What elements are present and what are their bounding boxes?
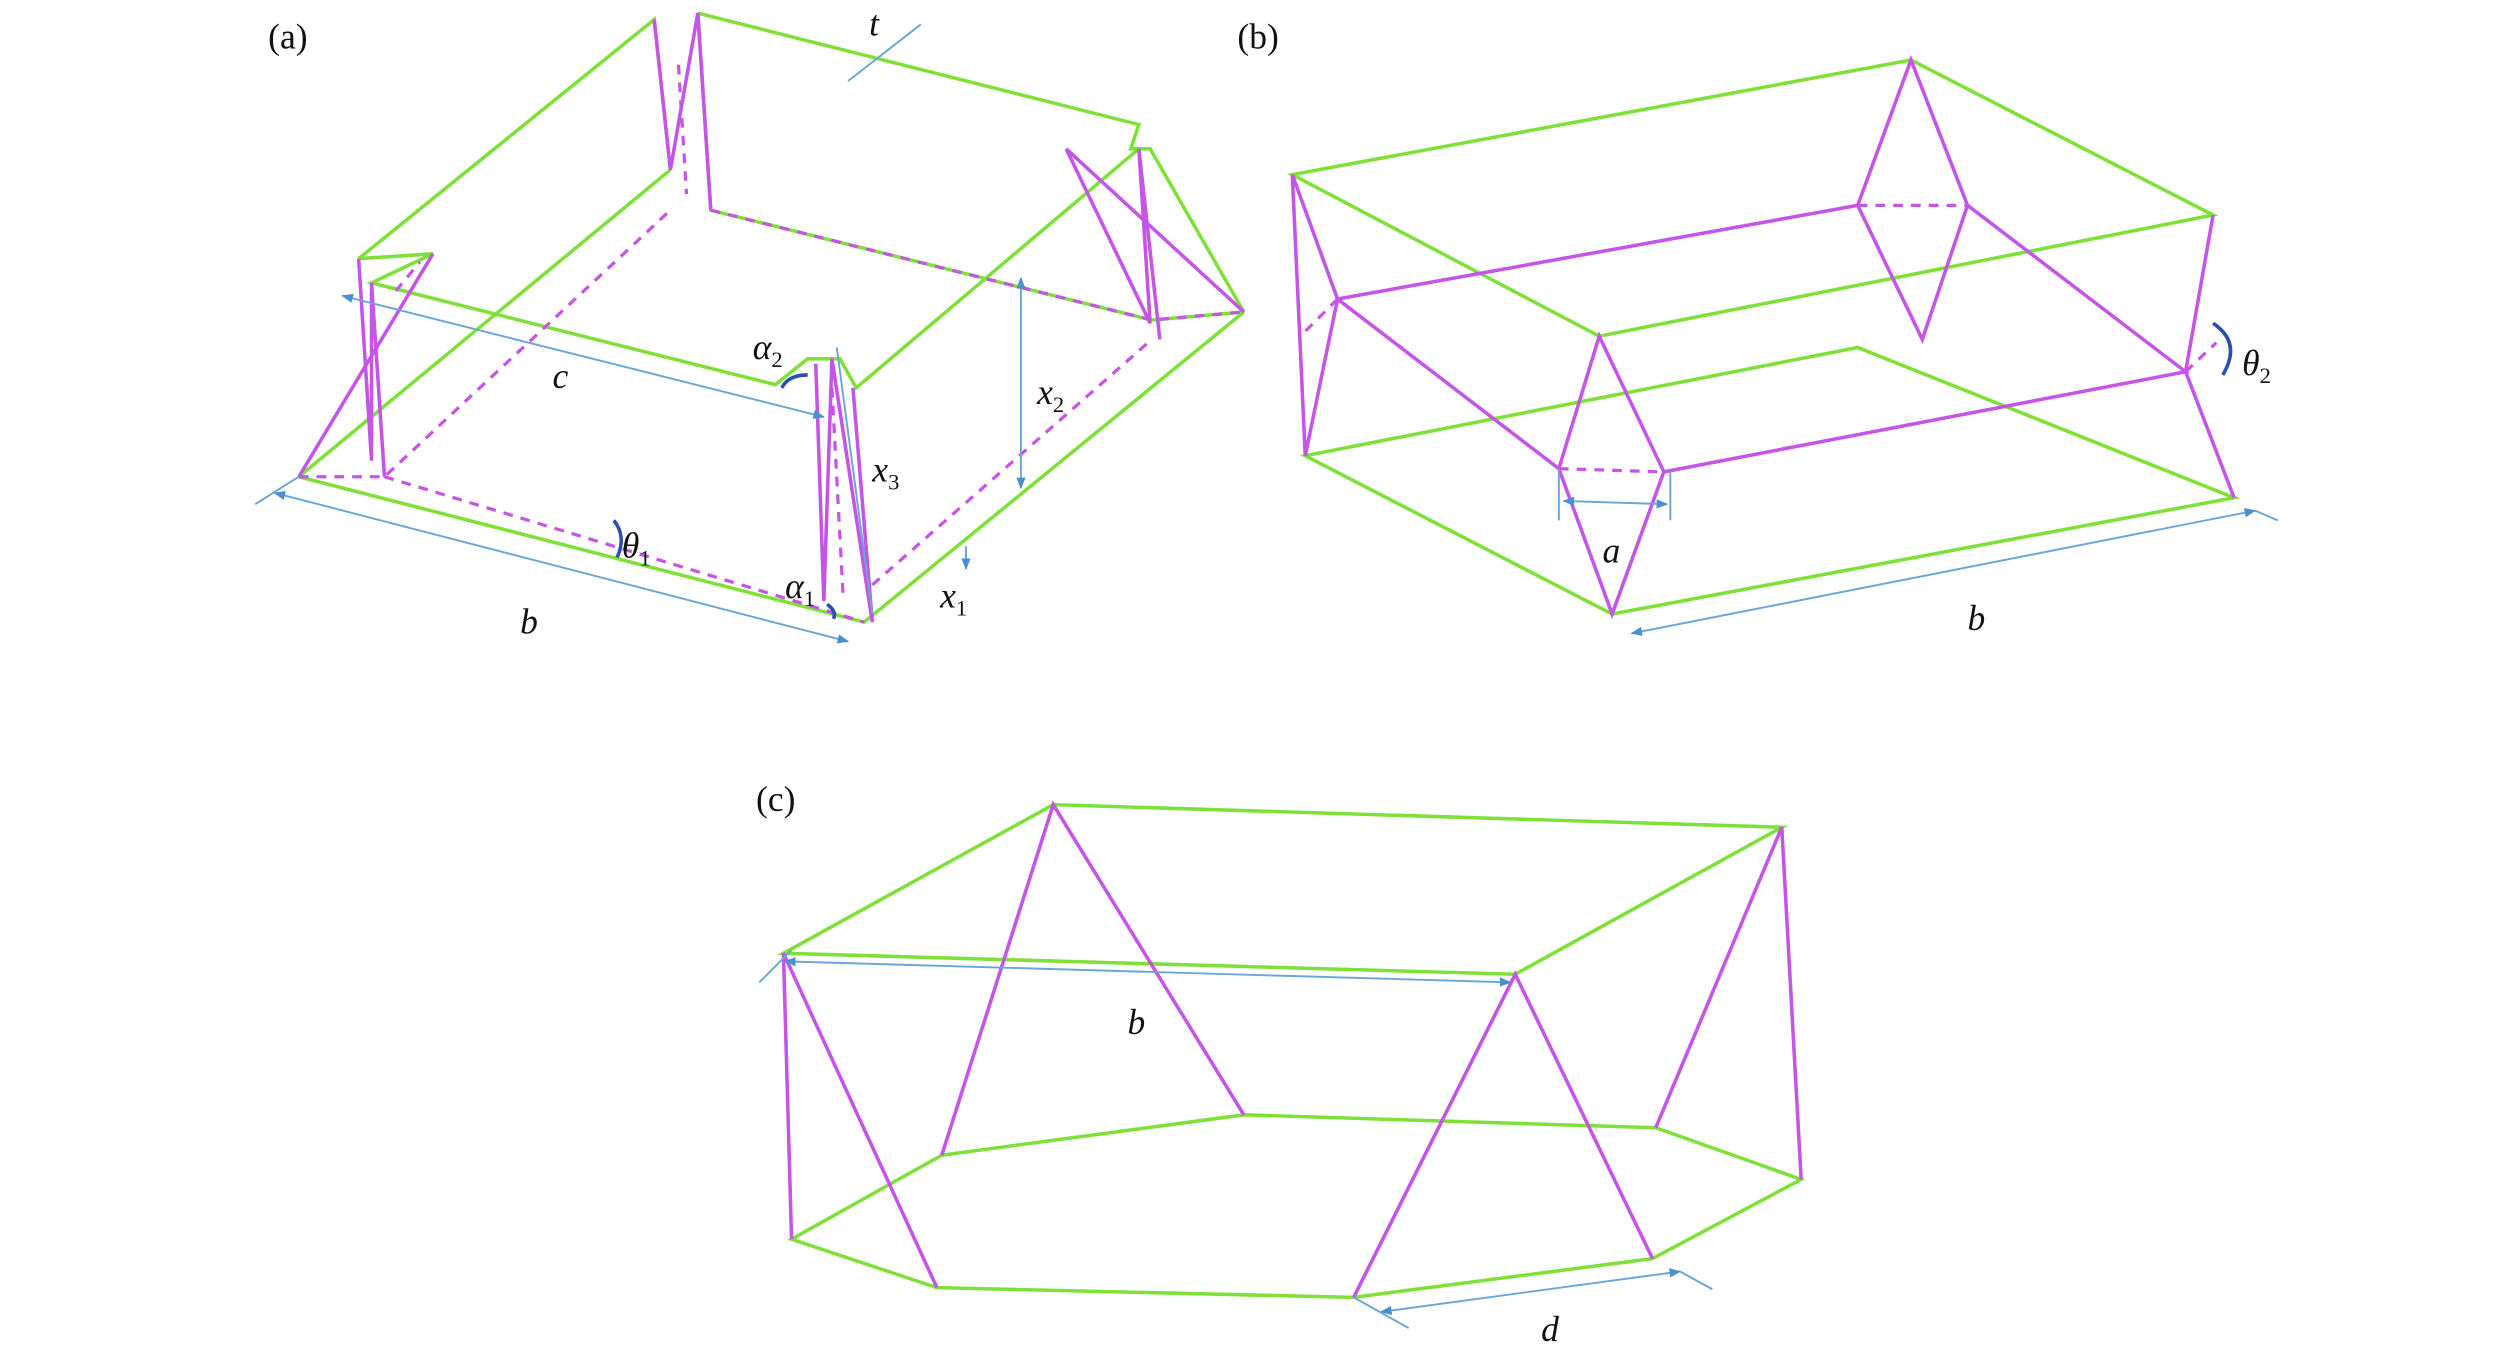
dim-a: a — [1602, 530, 1620, 570]
panel-a-magenta-folds — [297, 12, 1246, 624]
dim-alpha1: α1 — [785, 566, 815, 611]
dim-d: d — [1541, 1309, 1559, 1346]
dim-t: t — [869, 4, 880, 44]
dim-x1: x1 — [939, 576, 967, 621]
panel-c-label: (c) — [756, 779, 795, 819]
dim-theta2: θ2 — [2242, 343, 2271, 388]
panel-b-label: (b) — [1237, 17, 1278, 57]
dim-alpha2: α2 — [753, 327, 783, 372]
panel-b-dimensions — [1557, 321, 2279, 636]
dim-b-b: b — [1968, 598, 1986, 638]
panel-a-green-edges — [297, 11, 1246, 625]
panel-c: (c) b d — [756, 779, 1806, 1346]
dim-x2: x2 — [1036, 372, 1064, 417]
panel-c-green-edges — [776, 802, 1806, 1300]
panel-a-dimensions — [254, 23, 1026, 644]
panel-b-magenta-folds — [1290, 54, 2236, 620]
dim-c: c — [552, 356, 568, 396]
dim-theta1: θ1 — [622, 526, 651, 571]
dim-x3: x3 — [871, 450, 899, 495]
dim-b-c: b — [1128, 1002, 1146, 1042]
panel-c-magenta-folds — [781, 800, 1803, 1299]
panel-b: (b) a b θ2 — [1237, 17, 2279, 638]
panel-a-label: (a) — [268, 17, 307, 57]
panel-a: (a) — [254, 4, 1246, 644]
panel-c-dimensions — [758, 949, 1713, 1329]
dim-b-a: b — [520, 601, 538, 641]
panel-b-green-edges — [1286, 58, 2241, 616]
